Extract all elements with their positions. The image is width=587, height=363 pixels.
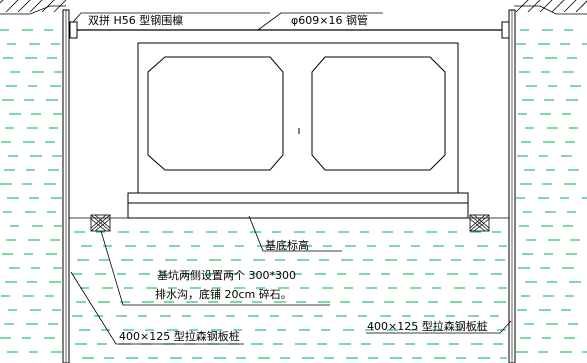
ground-hatch-right bbox=[514, 0, 587, 15]
base-slabs bbox=[127, 192, 469, 219]
leader-strut bbox=[257, 12, 383, 31]
label-waler: 双拼 H56 型钢围檩 bbox=[88, 13, 183, 27]
label-base-elevation: 基底标高 bbox=[265, 238, 309, 252]
sheet-pile-right bbox=[508, 9, 516, 363]
sheet-pile-left bbox=[62, 9, 70, 363]
label-pile-left: 400×125 型拉森钢板桩 bbox=[119, 329, 240, 343]
drain-ditch-right bbox=[469, 214, 490, 232]
waler-left bbox=[69, 21, 78, 39]
ground-hatch-left bbox=[0, 0, 67, 15]
waler-right bbox=[501, 21, 510, 39]
drain-ditch-left bbox=[90, 214, 111, 232]
label-drain-line2: 排水沟，底铺 20cm 碎石。 bbox=[155, 287, 292, 301]
leader-base-elevation bbox=[248, 215, 342, 252]
label-drain-line1: 基坑两侧设置两个 300*300 bbox=[157, 268, 296, 282]
soil-hatch-left bbox=[0, 29, 62, 353]
label-pile-right: 400×125 型拉森钢板桩 bbox=[367, 319, 488, 333]
leader-waler bbox=[72, 12, 270, 23]
leader-pile-left bbox=[70, 271, 244, 345]
leader-drain bbox=[100, 230, 330, 306]
leader-pile-right bbox=[366, 320, 512, 334]
box-culvert bbox=[137, 42, 459, 194]
soil-hatch-right bbox=[516, 29, 587, 353]
label-strut: φ609×16 钢管 bbox=[291, 13, 368, 27]
